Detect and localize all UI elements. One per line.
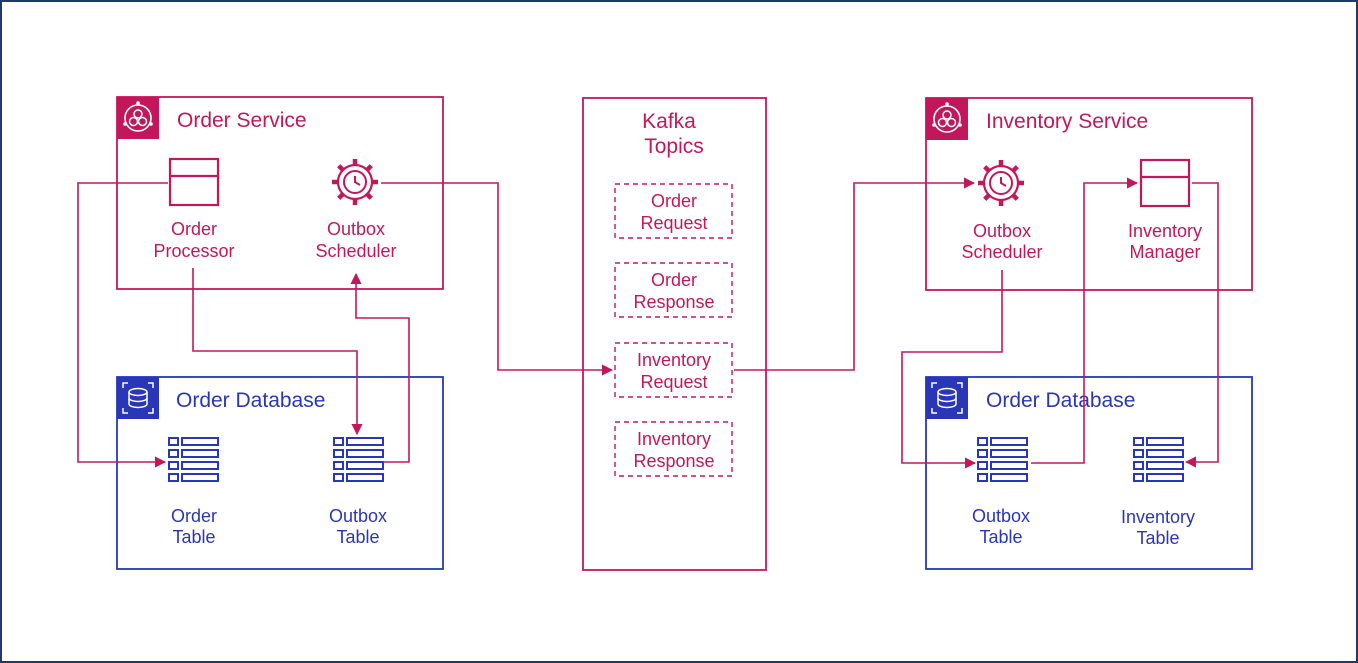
order-scheduler-label-1: Outbox xyxy=(327,219,385,239)
topic-label-4b: Response xyxy=(633,451,714,471)
order-service-box xyxy=(116,96,444,290)
inventory-table-label-1: Inventory xyxy=(1121,507,1195,527)
arrow-outbox-table-to-manager xyxy=(1031,177,1139,464)
topic-order-response xyxy=(614,262,733,318)
arrow-scheduler-to-inv-outbox-table xyxy=(901,270,1003,469)
inventory-service-title: Inventory Service xyxy=(986,110,1148,133)
topic-label-1b: Request xyxy=(640,213,707,233)
outbox-table-icon xyxy=(333,437,384,482)
kafka-box xyxy=(582,97,767,571)
arrow-outbox-table-to-scheduler xyxy=(350,272,410,463)
kafka-topics-panel: Kafka Topics Order Request Order Respons… xyxy=(582,97,767,571)
order-database-title: Order Database xyxy=(176,389,325,412)
inventory-database-title: Order Database xyxy=(986,389,1135,412)
topic-inventory-response xyxy=(614,421,733,477)
topic-label-2a: Order xyxy=(651,270,697,290)
arrow-kafka-to-inventory-scheduler xyxy=(734,177,976,371)
kafka-title-2: Topics xyxy=(644,135,704,158)
arrow-manager-to-inventory-table xyxy=(1184,182,1219,468)
order-database-panel: Order Database Order Table Outbox Table xyxy=(116,376,444,570)
order-processor-label-2: Processor xyxy=(153,241,234,261)
scheduler-gear-icon xyxy=(978,160,1024,206)
order-service-panel: Order Service Order Processor Outbox Sch… xyxy=(116,96,444,290)
inventory-scheduler-label-1: Outbox xyxy=(973,221,1031,241)
microservice-icon xyxy=(925,97,969,141)
arrow-scheduler-to-kafka xyxy=(381,182,614,376)
order-table-label-1: Order xyxy=(171,506,217,526)
topic-label-2b: Response xyxy=(633,292,714,312)
topic-label-3b: Request xyxy=(640,372,707,392)
scheduler-gear-icon xyxy=(332,159,378,205)
inventory-service-panel: Inventory Service Outbox Scheduler Inven… xyxy=(925,97,1253,291)
outbox-table-label-2: Table xyxy=(336,527,379,547)
database-icon xyxy=(925,376,969,420)
order-service-title: Order Service xyxy=(177,109,307,132)
order-database-box xyxy=(116,376,444,570)
outbox-table-label-1: Outbox xyxy=(329,506,387,526)
topic-label-3a: Inventory xyxy=(637,350,711,370)
inventory-database-panel: Order Database Outbox Table Inventory Ta… xyxy=(925,376,1253,570)
arrow-processor-to-outbox-table xyxy=(192,268,363,436)
inventory-table-label-2: Table xyxy=(1136,528,1179,548)
inventory-manager-label-1: Inventory xyxy=(1128,221,1202,241)
inv-outbox-table-label-2: Table xyxy=(979,527,1022,547)
kafka-title-1: Kafka xyxy=(642,110,696,133)
order-table-icon xyxy=(168,437,219,482)
microservice-icon xyxy=(116,96,160,140)
arrow-processor-to-order-table xyxy=(77,182,168,468)
inventory-manager-label-2: Manager xyxy=(1129,242,1200,262)
window-icon xyxy=(168,157,220,207)
outbox-table-icon xyxy=(977,437,1028,482)
inv-outbox-table-label-1: Outbox xyxy=(972,506,1030,526)
inventory-scheduler-label-2: Scheduler xyxy=(961,242,1042,262)
topic-label-1a: Order xyxy=(651,191,697,211)
database-icon xyxy=(116,376,160,420)
window-icon xyxy=(1139,158,1191,208)
topic-inventory-request xyxy=(614,342,733,398)
inventory-database-box xyxy=(925,376,1253,570)
inventory-table-icon xyxy=(1133,437,1184,482)
order-processor-label-1: Order xyxy=(171,219,217,239)
topic-order-request xyxy=(614,183,733,239)
inventory-service-box xyxy=(925,97,1253,291)
connectors xyxy=(77,177,1219,469)
order-table-label-2: Table xyxy=(172,527,215,547)
topic-label-4a: Inventory xyxy=(637,429,711,449)
order-scheduler-label-2: Scheduler xyxy=(315,241,396,261)
